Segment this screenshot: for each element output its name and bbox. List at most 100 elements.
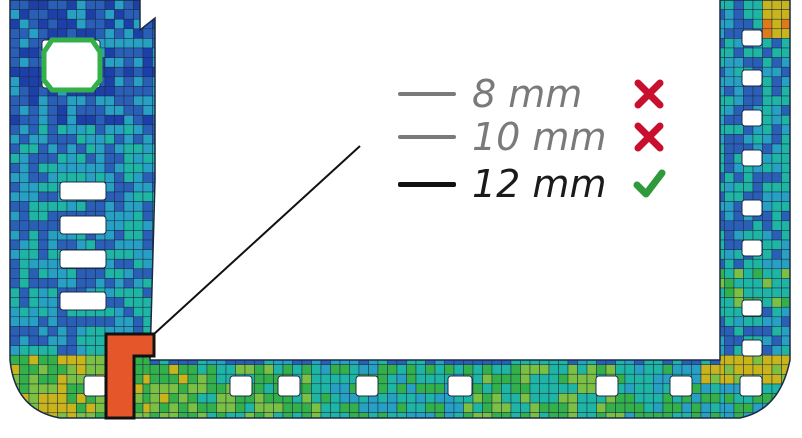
mesh-cell [19, 268, 30, 279]
mesh-cell [762, 268, 773, 279]
mesh-cell [771, 268, 782, 279]
mesh-cell [10, 354, 20, 366]
mesh-cell [771, 182, 782, 193]
mesh-cell [114, 230, 125, 241]
mesh-cell [133, 230, 144, 241]
mesh-cell [743, 86, 754, 97]
mesh-cell [85, 326, 96, 337]
mesh-cell [282, 402, 293, 413]
mesh-cell [781, 412, 790, 418]
mesh-cell [47, 326, 58, 337]
mesh-cell [510, 393, 521, 404]
mesh-cell [66, 0, 77, 10]
mesh-cell [586, 364, 597, 375]
mesh-cell [95, 0, 106, 10]
mesh-cell [791, 394, 801, 404]
mesh-cell [104, 66, 115, 78]
mesh-cell [672, 364, 683, 375]
mesh-cell [19, 230, 30, 241]
mesh-cell [95, 345, 106, 356]
mesh-cell [133, 210, 144, 222]
mesh-cell [133, 66, 144, 78]
mesh-cell [95, 268, 106, 279]
mesh-cell [57, 316, 68, 327]
mesh-cell [85, 162, 96, 174]
mesh-cell [38, 393, 49, 404]
mesh-cell [10, 66, 20, 78]
mesh-cell [28, 383, 39, 394]
mesh-cell [771, 345, 782, 356]
mesh-cell [168, 393, 179, 404]
legend-item-10mm: 10 mm [398, 113, 664, 161]
mesh-cell [710, 402, 721, 413]
mesh-cell [10, 162, 20, 174]
mesh-cell [791, 115, 801, 125]
mesh-cell [47, 143, 58, 154]
legend-line-10mm [398, 135, 456, 139]
mesh-cell [791, 221, 801, 231]
mesh-cell [38, 287, 49, 298]
mesh-cell [415, 373, 426, 385]
mesh-cutout [229, 375, 253, 397]
mesh-cell [762, 18, 773, 30]
mesh-cell [791, 259, 801, 269]
mesh-cell [225, 402, 236, 413]
mesh-cell [520, 402, 531, 413]
mesh-cell [254, 383, 265, 394]
mesh-cell [681, 402, 692, 413]
mesh-cell [791, 86, 801, 96]
mesh-cell [28, 278, 39, 289]
mesh-cell [178, 402, 189, 413]
mesh-cell [743, 18, 754, 30]
mesh-cell [762, 412, 773, 418]
mesh-cell [38, 105, 49, 116]
mesh-cell [76, 335, 87, 346]
mesh-cell [123, 86, 134, 97]
mesh-cell [743, 326, 754, 337]
mesh-cell [19, 412, 30, 418]
mesh-cell [38, 191, 49, 202]
mesh-cell [762, 134, 773, 145]
mesh-cell [733, 86, 744, 97]
mesh-cell [85, 95, 96, 106]
mesh-cell [733, 47, 744, 58]
mesh-cell [624, 373, 635, 385]
mesh-cell [28, 105, 39, 116]
mesh-cell [104, 134, 115, 145]
mesh-cell [339, 402, 350, 413]
mesh-cell [95, 143, 106, 154]
mesh-cell [463, 402, 474, 413]
mesh-cell [724, 162, 735, 174]
mesh-cell [133, 95, 144, 106]
mesh-cell [724, 124, 735, 135]
mesh-cell [216, 402, 227, 413]
mesh-cell [133, 76, 144, 87]
mesh-cell [57, 201, 68, 212]
mesh-cell [377, 383, 388, 394]
mesh-cell [743, 278, 754, 289]
mesh-cell [104, 162, 115, 174]
mesh-cell [577, 402, 588, 413]
mesh-cell [104, 124, 115, 135]
mesh-cell [152, 316, 163, 327]
mesh-cell [38, 182, 49, 193]
mesh-cell [491, 383, 502, 394]
mesh-cell [10, 268, 20, 279]
mesh-cell [520, 393, 531, 404]
mesh-cell [733, 124, 744, 135]
mesh-cell [57, 383, 68, 394]
mesh-cell [168, 364, 179, 375]
mesh-cell [123, 143, 134, 154]
mesh-cell [577, 373, 588, 385]
mesh-cell [282, 364, 293, 375]
mesh-cell [752, 230, 763, 241]
mesh-cell [133, 220, 144, 231]
mesh-cell [406, 364, 417, 375]
mesh-cell [724, 153, 735, 164]
mesh-cell [47, 95, 58, 106]
mesh-cell [501, 393, 512, 404]
mesh-cell [38, 278, 49, 289]
mesh-cell [10, 210, 20, 222]
mesh-cell [491, 364, 502, 375]
